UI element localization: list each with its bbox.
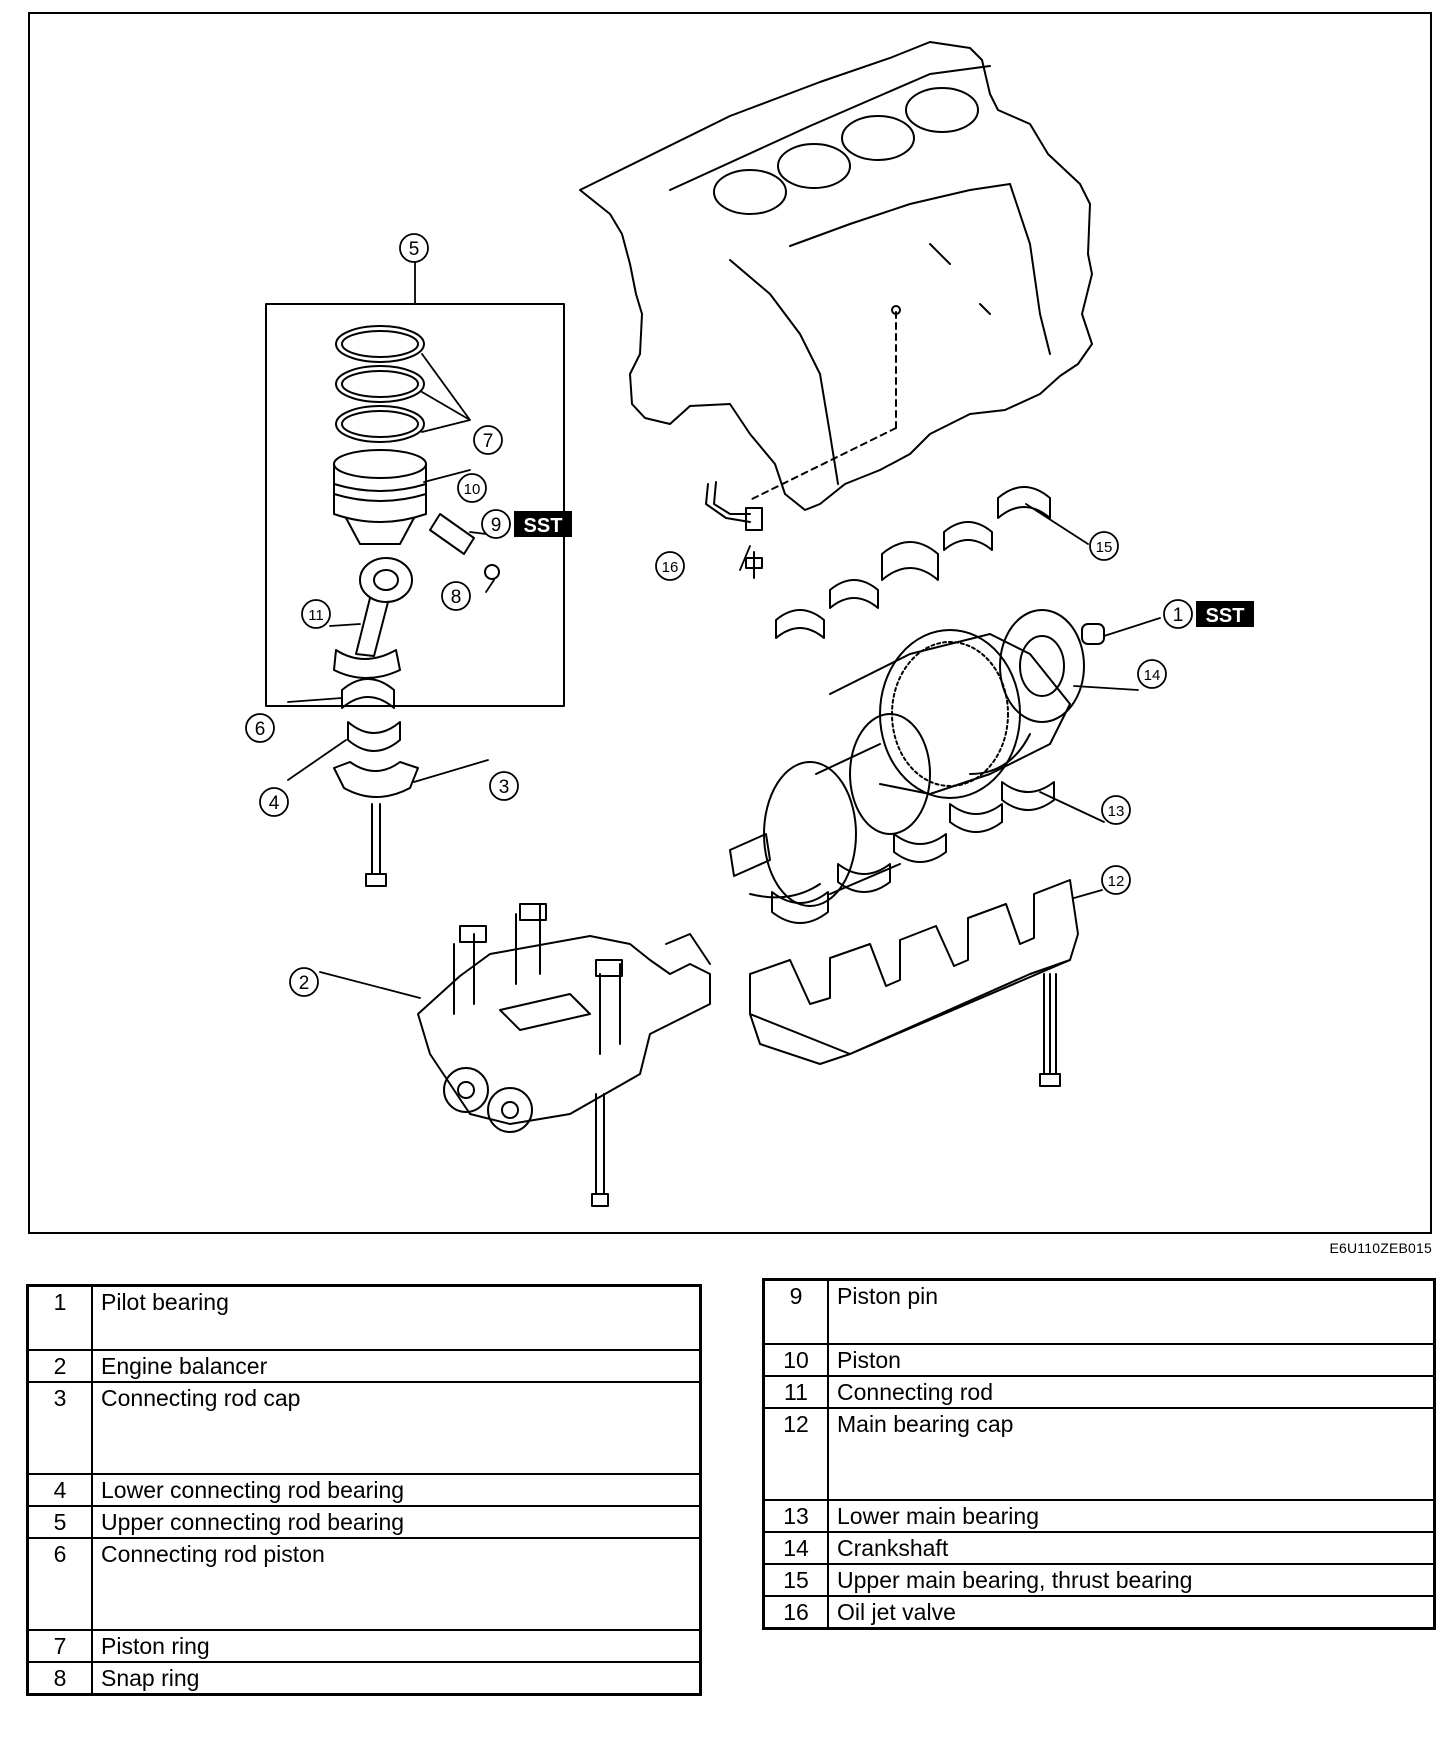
- callout-6: 6: [255, 719, 266, 740]
- crankshaft-drawing: [729, 609, 1085, 907]
- part-number: 1: [26, 1284, 93, 1351]
- callout-1: 1: [1173, 605, 1184, 626]
- part-name: Pilot bearing: [91, 1284, 702, 1351]
- part-number: 2: [26, 1348, 93, 1383]
- callout-15: 15: [1096, 539, 1113, 556]
- piston-drawing: [333, 449, 427, 545]
- table-row: 5 Upper connecting rod bearing: [26, 1504, 702, 1539]
- part-number: 3: [26, 1380, 93, 1475]
- cylinder-block-drawing: [579, 41, 1093, 511]
- part-name: Upper connecting rod bearing: [91, 1504, 702, 1539]
- part-number: 13: [762, 1498, 829, 1533]
- oil-jet-valve-drawing: [705, 481, 763, 579]
- table-row: 8 Snap ring: [26, 1660, 702, 1695]
- table-row: 15 Upper main bearing, thrust bearing: [762, 1562, 1436, 1597]
- engine-diagram: 1 2 3 4 5 6 7 8 9 10 11 12 13 14 15 16 S…: [245, 41, 1254, 1207]
- lower-rod-bearing-drawing: [347, 721, 401, 752]
- callout-13: 13: [1108, 803, 1125, 820]
- part-number: 11: [762, 1374, 829, 1409]
- part-number: 6: [26, 1536, 93, 1631]
- sst-tag-9: [514, 511, 572, 537]
- rod-cap-drawing: [333, 761, 419, 887]
- piston-pin-drawing: [429, 513, 475, 555]
- table-row: 9 Piston pin: [762, 1278, 1436, 1345]
- part-name: Main bearing cap: [827, 1406, 1436, 1501]
- callout-4: 4: [269, 793, 280, 814]
- part-name: Piston pin: [827, 1278, 1436, 1345]
- part-name: Snap ring: [91, 1660, 702, 1695]
- lower-main-bearings-drawing: [771, 781, 1055, 924]
- part-number: 15: [762, 1562, 829, 1597]
- callout-16: 16: [662, 559, 679, 576]
- pilot-bearing-drawing: [1081, 623, 1105, 645]
- table-row: 2 Engine balancer: [26, 1348, 702, 1383]
- callout-12: 12: [1108, 873, 1125, 890]
- part-number: 9: [762, 1278, 829, 1345]
- part-name: Upper main bearing, thrust bearing: [827, 1562, 1436, 1597]
- table-row: 7 Piston ring: [26, 1628, 702, 1663]
- part-number: 14: [762, 1530, 829, 1565]
- main-bearing-cap-drawing: [749, 879, 1079, 1087]
- piston-assembly-box: [265, 303, 565, 707]
- callout-2: 2: [299, 973, 310, 994]
- part-name: Piston: [827, 1342, 1436, 1377]
- callout-3: 3: [499, 777, 510, 798]
- table-row: 4 Lower connecting rod bearing: [26, 1472, 702, 1507]
- callout-10: 10: [464, 481, 481, 498]
- table-row: 14 Crankshaft: [762, 1530, 1436, 1565]
- exploded-view-figure: 1 2 3 4 5 6 7 8 9 10 11 12 13 14 15 16 S…: [28, 12, 1432, 1234]
- part-name: Engine balancer: [91, 1348, 702, 1383]
- upper-rod-bearing-drawing: [341, 678, 395, 709]
- part-name: Connecting rod cap: [91, 1380, 702, 1475]
- figure-code: E6U110ZEB015: [1329, 1240, 1432, 1256]
- table-row: 11 Connecting rod: [762, 1374, 1436, 1409]
- part-name: Oil jet valve: [827, 1594, 1436, 1629]
- part-name: Lower connecting rod bearing: [91, 1472, 702, 1507]
- table-row: 16 Oil jet valve: [762, 1594, 1436, 1629]
- part-name: Piston ring: [91, 1628, 702, 1663]
- callout-11: 11: [308, 607, 324, 624]
- parts-table-left: 1 Pilot bearing 2 Engine balancer 3 Conn…: [26, 1284, 702, 1696]
- sst-label-1: SST: [1206, 605, 1245, 627]
- table-row: 6 Connecting rod piston: [26, 1536, 702, 1631]
- callout-14: 14: [1144, 667, 1161, 684]
- leader-lines: [287, 261, 1161, 999]
- part-number: 12: [762, 1406, 829, 1501]
- table-row: 10 Piston: [762, 1342, 1436, 1377]
- part-name: Connecting rod: [827, 1374, 1436, 1409]
- part-name: Crankshaft: [827, 1530, 1436, 1565]
- part-number: 4: [26, 1472, 93, 1507]
- parts-table-right: 9 Piston pin 10 Piston 11 Connecting rod…: [762, 1278, 1436, 1630]
- table-row: 3 Connecting rod cap: [26, 1380, 702, 1475]
- part-number: 16: [762, 1594, 829, 1629]
- part-number: 5: [26, 1504, 93, 1539]
- table-row: 12 Main bearing cap: [762, 1406, 1436, 1501]
- sst-tag-1: [1196, 601, 1254, 627]
- upper-main-bearings-drawing: [775, 486, 1051, 639]
- part-number: 10: [762, 1342, 829, 1377]
- engine-balancer-drawing: [417, 903, 711, 1207]
- connecting-rod-drawing: [333, 557, 413, 679]
- piston-rings-drawing: [335, 325, 425, 443]
- table-row: 1 Pilot bearing: [26, 1284, 702, 1351]
- sst-label-9: SST: [524, 515, 563, 537]
- part-name: Connecting rod piston: [91, 1536, 702, 1631]
- callout-7: 7: [483, 431, 494, 452]
- part-number: 7: [26, 1628, 93, 1663]
- callout-5: 5: [409, 239, 420, 260]
- snap-ring-drawing: [484, 564, 500, 580]
- part-number: 8: [26, 1660, 93, 1695]
- part-name: Lower main bearing: [827, 1498, 1436, 1533]
- callout-8: 8: [451, 587, 462, 608]
- callout-9: 9: [491, 515, 502, 536]
- table-row: 13 Lower main bearing: [762, 1498, 1436, 1533]
